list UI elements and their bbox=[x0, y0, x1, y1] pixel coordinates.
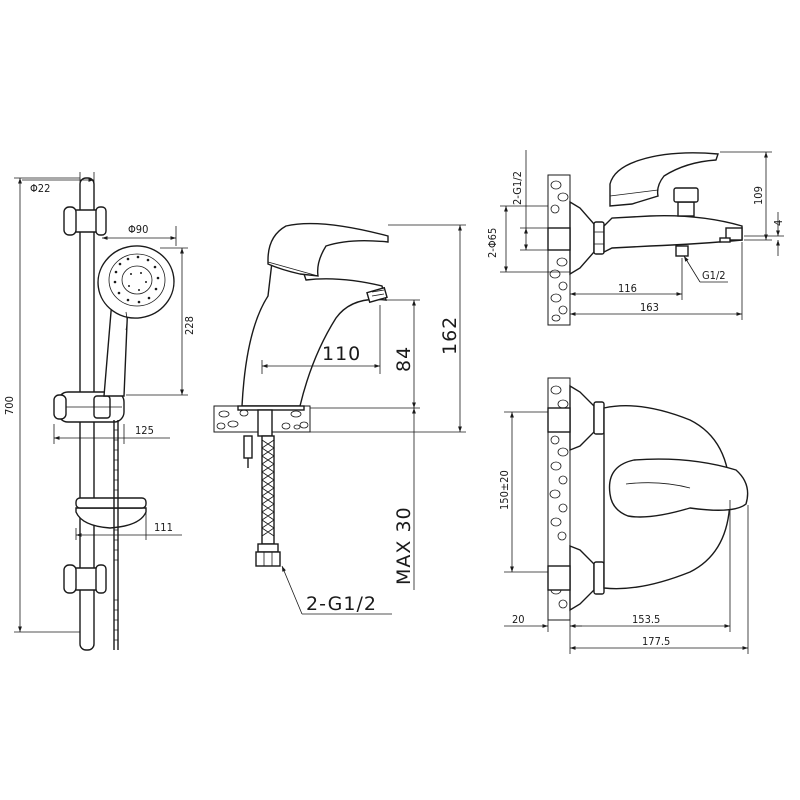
bath-body-side bbox=[603, 215, 743, 254]
dim-wall-offset: 20 bbox=[512, 613, 525, 626]
escutcheon-side bbox=[569, 200, 595, 276]
dim-spout-offset: 4 bbox=[772, 220, 785, 226]
dim-head-height: 228 bbox=[183, 316, 196, 335]
label-connection-basin: 2-G1/2 bbox=[306, 593, 377, 615]
dim-head-diameter: Φ90 bbox=[128, 223, 148, 236]
dim-inlet-diameter: 2-Φ65 bbox=[486, 228, 499, 258]
shower-set: Φ22 Φ90 228 700 125 111 bbox=[3, 172, 196, 651]
dim-total-height-basin: 162 bbox=[439, 316, 461, 355]
dim-total-height: 700 bbox=[3, 396, 16, 415]
basin-mixer: 110 84 162 MAX 30 2-G1/2 bbox=[213, 222, 466, 615]
bottom-bracket bbox=[63, 564, 107, 594]
dim-depth-163: 163 bbox=[640, 301, 659, 314]
dim-bath-height: 109 bbox=[752, 186, 765, 205]
diverter-knob bbox=[673, 187, 699, 217]
dim-inlet-thread: 2-G1/2 bbox=[511, 171, 524, 205]
dim-dish-depth: 111 bbox=[154, 521, 173, 534]
mixer-lever bbox=[267, 222, 389, 277]
label-outlet-thread: G1/2 bbox=[702, 269, 726, 282]
top-bracket bbox=[63, 206, 107, 236]
dim-holder-depth: 125 bbox=[135, 424, 154, 437]
mixer-body bbox=[241, 261, 387, 407]
spray-nozzles-icon bbox=[113, 255, 160, 304]
dim-depth-153: 153.5 bbox=[632, 613, 660, 626]
bath-lever-side bbox=[609, 152, 719, 207]
soap-dish bbox=[75, 497, 147, 529]
dim-centers: 150±20 bbox=[498, 470, 511, 510]
dim-depth-177: 177.5 bbox=[642, 635, 670, 648]
hose-nut bbox=[255, 551, 281, 567]
wall-top bbox=[547, 377, 571, 621]
bath-lever-top bbox=[608, 458, 749, 518]
dim-spout-height: 84 bbox=[393, 346, 415, 372]
dim-rail-diameter: Φ22 bbox=[30, 182, 50, 195]
hand-shower bbox=[97, 245, 175, 397]
slide-holder bbox=[53, 391, 125, 423]
dim-depth-116: 116 bbox=[618, 282, 637, 295]
dim-spout-reach: 110 bbox=[322, 343, 361, 365]
bath-mixer-side: 2-Φ65 2-G1/2 109 4 G1/2 116 163 bbox=[486, 150, 785, 326]
bath-mixer-top: 150±20 20 153.5 177.5 bbox=[498, 377, 749, 654]
dim-max-thickness: MAX 30 bbox=[393, 506, 415, 585]
